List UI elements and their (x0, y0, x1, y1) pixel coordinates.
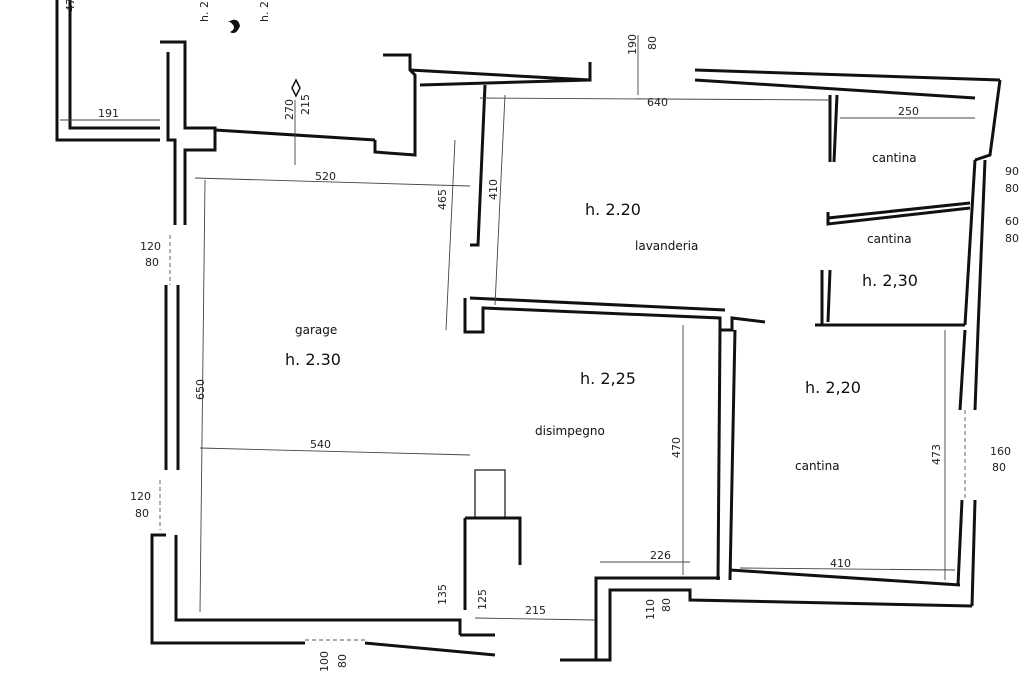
dim-h-top-1: h. 2 (198, 1, 211, 22)
dim-470-topleft: 470 (64, 0, 77, 12)
room-label-disimpegno: disimpegno (535, 424, 605, 438)
dim-410-bottom: 410 (830, 557, 851, 570)
dim-80-top: 80 (646, 36, 659, 50)
dim-191: 191 (98, 107, 119, 120)
room-label-cantina-large: cantina (795, 459, 840, 473)
dimension-lines (159, 35, 975, 641)
dim-473: 473 (930, 444, 943, 465)
dim-540: 540 (310, 438, 331, 451)
dim-410-left: 410 (487, 179, 500, 200)
dim-470-mid: 470 (670, 437, 683, 458)
level-marker-icon (291, 78, 301, 98)
room-height-disimpegno: h. 2,25 (580, 369, 636, 388)
dim-80-b: 80 (135, 507, 149, 520)
room-height-garage: h. 2.30 (285, 350, 341, 369)
adjacent-structure (55, 0, 160, 142)
room-label-lavanderia: lavanderia (635, 239, 698, 253)
dim-250: 250 (898, 105, 919, 118)
interior-walls (463, 84, 971, 610)
dim-215-bottom: 215 (525, 604, 546, 617)
dim-190: 190 (626, 34, 639, 55)
room-label-cantina-mid: cantina (867, 232, 912, 246)
dim-640: 640 (647, 96, 668, 109)
dim-110: 110 (644, 599, 657, 620)
dim-100: 100 (318, 651, 331, 672)
dim-90: 90 (1005, 165, 1019, 178)
dim-520: 520 (315, 170, 336, 183)
dim-80-f: 80 (660, 598, 673, 612)
compass-mark-icon (228, 19, 240, 34)
dim-270: 270 (283, 99, 296, 120)
dim-160: 160 (990, 445, 1011, 458)
room-height-lavanderia: h. 2.20 (585, 200, 641, 219)
dim-h-top-2: h. 2 (258, 1, 271, 22)
dim-80-a: 80 (145, 256, 159, 269)
dim-120-a: 120 (140, 240, 161, 253)
dim-60: 60 (1005, 215, 1019, 228)
room-height-cantina-mid: h. 2,30 (862, 271, 918, 290)
dim-465: 465 (436, 189, 449, 210)
dim-650: 650 (194, 379, 207, 400)
dim-125: 125 (476, 589, 489, 610)
dim-120-b: 120 (130, 490, 151, 503)
dim-135: 135 (436, 584, 449, 605)
dim-80-e: 80 (1005, 232, 1019, 245)
dim-215-top: 215 (299, 94, 312, 115)
dim-226: 226 (650, 549, 671, 562)
outer-walls (150, 40, 1002, 662)
dim-80-g: 80 (336, 654, 349, 668)
room-label-garage: garage (295, 323, 337, 337)
room-height-cantina-large: h. 2,20 (805, 378, 861, 397)
dim-80-c: 80 (992, 461, 1006, 474)
room-label-cantina-top: cantina (872, 151, 917, 165)
dim-80-d: 80 (1005, 182, 1019, 195)
